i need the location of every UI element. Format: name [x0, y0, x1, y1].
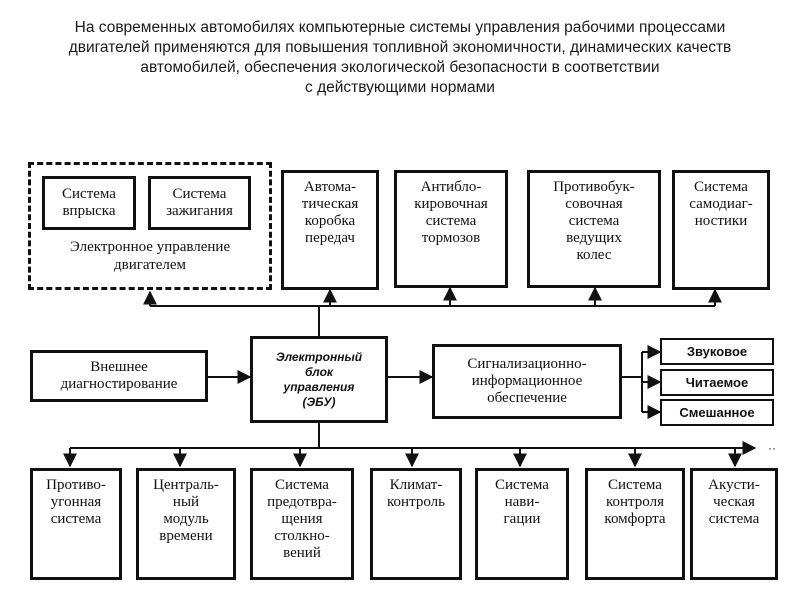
- signal-info-box: Сигнализационно- информационное обеспече…: [432, 344, 622, 419]
- intro-line-4: с действующими нормами: [305, 79, 495, 96]
- engine-control-label: Электронное управление двигателем: [69, 239, 231, 273]
- engine-control-group: [28, 162, 272, 290]
- signal-mixed-box: Смешанное: [660, 399, 774, 426]
- continuation-mark: ··: [768, 441, 776, 455]
- comfort-control-box: Система контроля комфорта: [585, 468, 685, 580]
- ecu-abbreviation: (ЭБУ): [302, 394, 336, 409]
- acoustic-system-box: Акусти- ческая система: [690, 468, 778, 580]
- collision-prevention-box: Система предотвра- щения столкно- вений: [250, 468, 354, 580]
- self-diagnostics-box: Система самодиаг- ностики: [672, 170, 770, 290]
- signal-readable-box: Читаемое: [660, 369, 774, 396]
- traction-control-box: Противобук- совочная система ведущих кол…: [527, 170, 661, 288]
- automatic-gearbox-box: Автома- тическая коробка передач: [281, 170, 379, 290]
- intro-line-3: автомобилей, обеспечения экологической б…: [140, 59, 660, 76]
- abs-box: Антибло- кировочная система тормозов: [394, 170, 508, 288]
- external-diagnostics-box: Внешнее диагностирование: [30, 350, 208, 402]
- ecu-name: Электронный блок управления: [275, 349, 363, 394]
- ignition-system-box: Система зажигания: [148, 176, 251, 230]
- anti-theft-box: Противо- угонная система: [30, 468, 122, 580]
- climate-control-box: Климат- контроль: [370, 468, 462, 580]
- intro-text: На современных автомобилях компьютерные …: [10, 18, 790, 98]
- intro-line-1: На современных автомобилях компьютерные …: [74, 19, 726, 36]
- ecu-box: Электронный блок управления (ЭБУ): [250, 336, 388, 423]
- injection-system-box: Система впрыска: [42, 176, 136, 230]
- central-time-module-box: Централь- ный модуль времени: [136, 468, 236, 580]
- navigation-box: Система нави- гации: [475, 468, 569, 580]
- signal-sound-box: Звуковое: [660, 338, 774, 365]
- intro-line-2: двигателей применяются для повышения топ…: [68, 39, 732, 56]
